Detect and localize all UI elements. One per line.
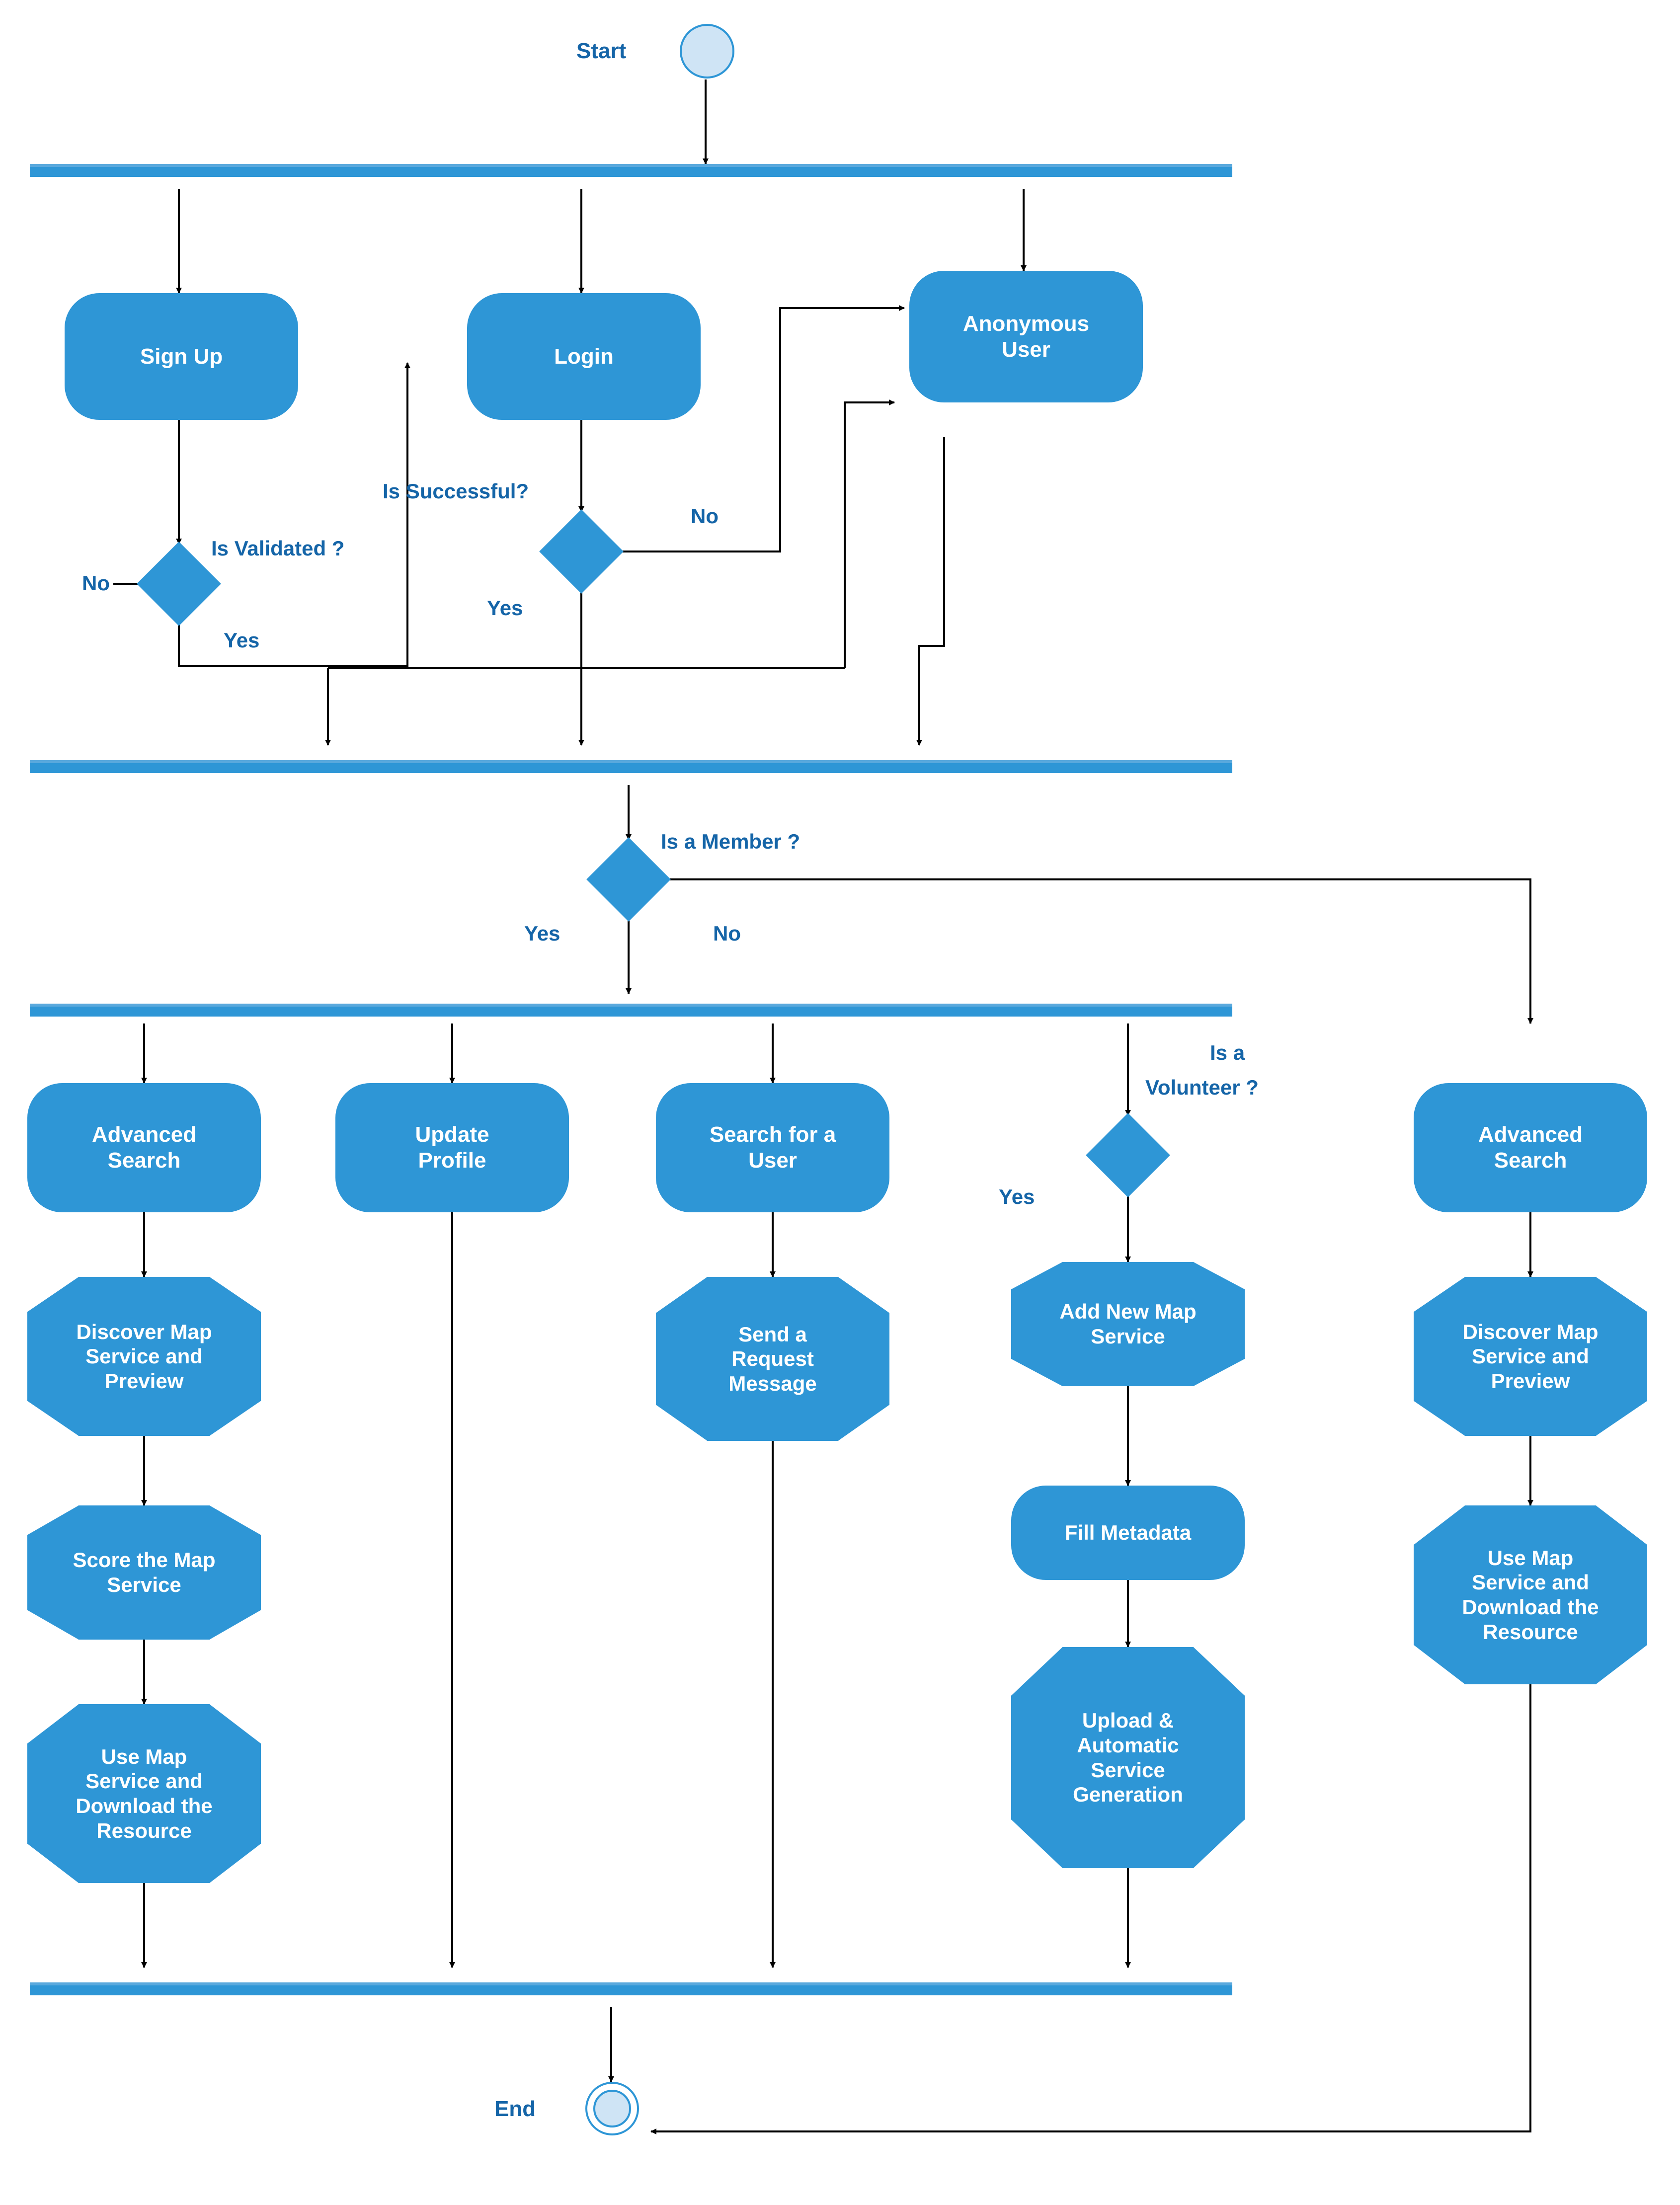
edge-label-is-volunteer-yes: Yes bbox=[999, 1185, 1035, 1208]
edge-label-is-successful-no: No bbox=[691, 504, 719, 528]
node-search-for-a-user-label: Search for a User bbox=[709, 1122, 836, 1173]
node-discover-map-service-preview-guest-label: Discover Map Service and Preview bbox=[1462, 1320, 1599, 1393]
node-discover-map-service-preview-member-label: Discover Map Service and Preview bbox=[76, 1320, 212, 1393]
join-bar-4 bbox=[30, 1982, 1232, 1995]
decision-is-validated[interactable] bbox=[137, 542, 221, 626]
node-add-new-map-service[interactable]: Add New Map Service bbox=[1011, 1262, 1245, 1386]
node-send-a-request-message[interactable]: Send a Request Message bbox=[656, 1277, 889, 1441]
edge-label-is-validated-no: No bbox=[82, 571, 110, 595]
node-search-for-a-user[interactable]: Search for a User bbox=[656, 1083, 889, 1212]
end-node-inner bbox=[593, 2090, 631, 2127]
node-score-the-map-service[interactable]: Score the Map Service bbox=[27, 1505, 261, 1640]
node-use-map-service-download-guest[interactable]: Use Map Service and Download the Resourc… bbox=[1414, 1505, 1647, 1684]
node-update-profile[interactable]: Update Profile bbox=[335, 1083, 569, 1212]
start-node bbox=[680, 24, 734, 79]
node-advanced-search-guest[interactable]: Advanced Search bbox=[1414, 1083, 1647, 1212]
edge-label-is-validated-yes: Yes bbox=[224, 629, 260, 652]
fork-bar-3 bbox=[30, 1004, 1232, 1017]
fork-bar-1 bbox=[30, 164, 1232, 177]
node-login-label: Login bbox=[554, 344, 614, 369]
node-anonymous-user[interactable]: Anonymous User bbox=[909, 271, 1143, 402]
node-add-new-map-service-label: Add New Map Service bbox=[1059, 1300, 1197, 1348]
decision-is-a-volunteer-label-line2: Volunteer ? bbox=[1145, 1076, 1259, 1099]
edge-label-is-member-yes: Yes bbox=[524, 922, 560, 945]
node-send-a-request-message-label: Send a Request Message bbox=[728, 1322, 817, 1395]
node-advanced-search-member-label: Advanced Search bbox=[91, 1122, 197, 1173]
edge-label-is-member-no: No bbox=[713, 922, 741, 945]
decision-is-a-member-label: Is a Member ? bbox=[661, 830, 800, 853]
node-fill-metadata-label: Fill Metadata bbox=[1064, 1521, 1192, 1545]
node-sign-up[interactable]: Sign Up bbox=[65, 293, 298, 420]
node-use-map-service-download-member[interactable]: Use Map Service and Download the Resourc… bbox=[27, 1704, 261, 1883]
node-upload-automatic-service-generation-label: Upload & Automatic Service Generation bbox=[1073, 1709, 1183, 1807]
decision-is-a-volunteer-label-line1: Is a bbox=[1210, 1041, 1245, 1064]
decision-is-validated-label: Is Validated ? bbox=[211, 537, 345, 560]
node-score-the-map-service-label: Score the Map Service bbox=[73, 1548, 216, 1596]
node-use-map-service-download-member-label: Use Map Service and Download the Resourc… bbox=[76, 1744, 213, 1842]
node-advanced-search-member[interactable]: Advanced Search bbox=[27, 1083, 261, 1212]
node-upload-automatic-service-generation[interactable]: Upload & Automatic Service Generation bbox=[1011, 1647, 1245, 1868]
node-advanced-search-guest-label: Advanced Search bbox=[1478, 1122, 1583, 1173]
end-label: End bbox=[494, 2097, 536, 2121]
decision-is-a-member[interactable] bbox=[586, 837, 671, 922]
node-use-map-service-download-guest-label: Use Map Service and Download the Resourc… bbox=[1462, 1546, 1599, 1644]
node-sign-up-label: Sign Up bbox=[140, 344, 223, 369]
node-update-profile-label: Update Profile bbox=[415, 1122, 489, 1173]
node-login[interactable]: Login bbox=[467, 293, 701, 420]
join-bar-2 bbox=[30, 760, 1232, 773]
edge-label-is-successful-yes: Yes bbox=[487, 596, 523, 620]
start-label: Start bbox=[576, 39, 627, 63]
node-discover-map-service-preview-guest[interactable]: Discover Map Service and Preview bbox=[1414, 1277, 1647, 1436]
decision-is-successful[interactable] bbox=[539, 509, 624, 594]
node-fill-metadata[interactable]: Fill Metadata bbox=[1011, 1486, 1245, 1580]
decision-is-a-volunteer[interactable] bbox=[1086, 1113, 1170, 1197]
node-anonymous-user-label: Anonymous User bbox=[962, 311, 1090, 362]
node-discover-map-service-preview-member[interactable]: Discover Map Service and Preview bbox=[27, 1277, 261, 1436]
decision-is-successful-label: Is Successful? bbox=[383, 479, 529, 503]
